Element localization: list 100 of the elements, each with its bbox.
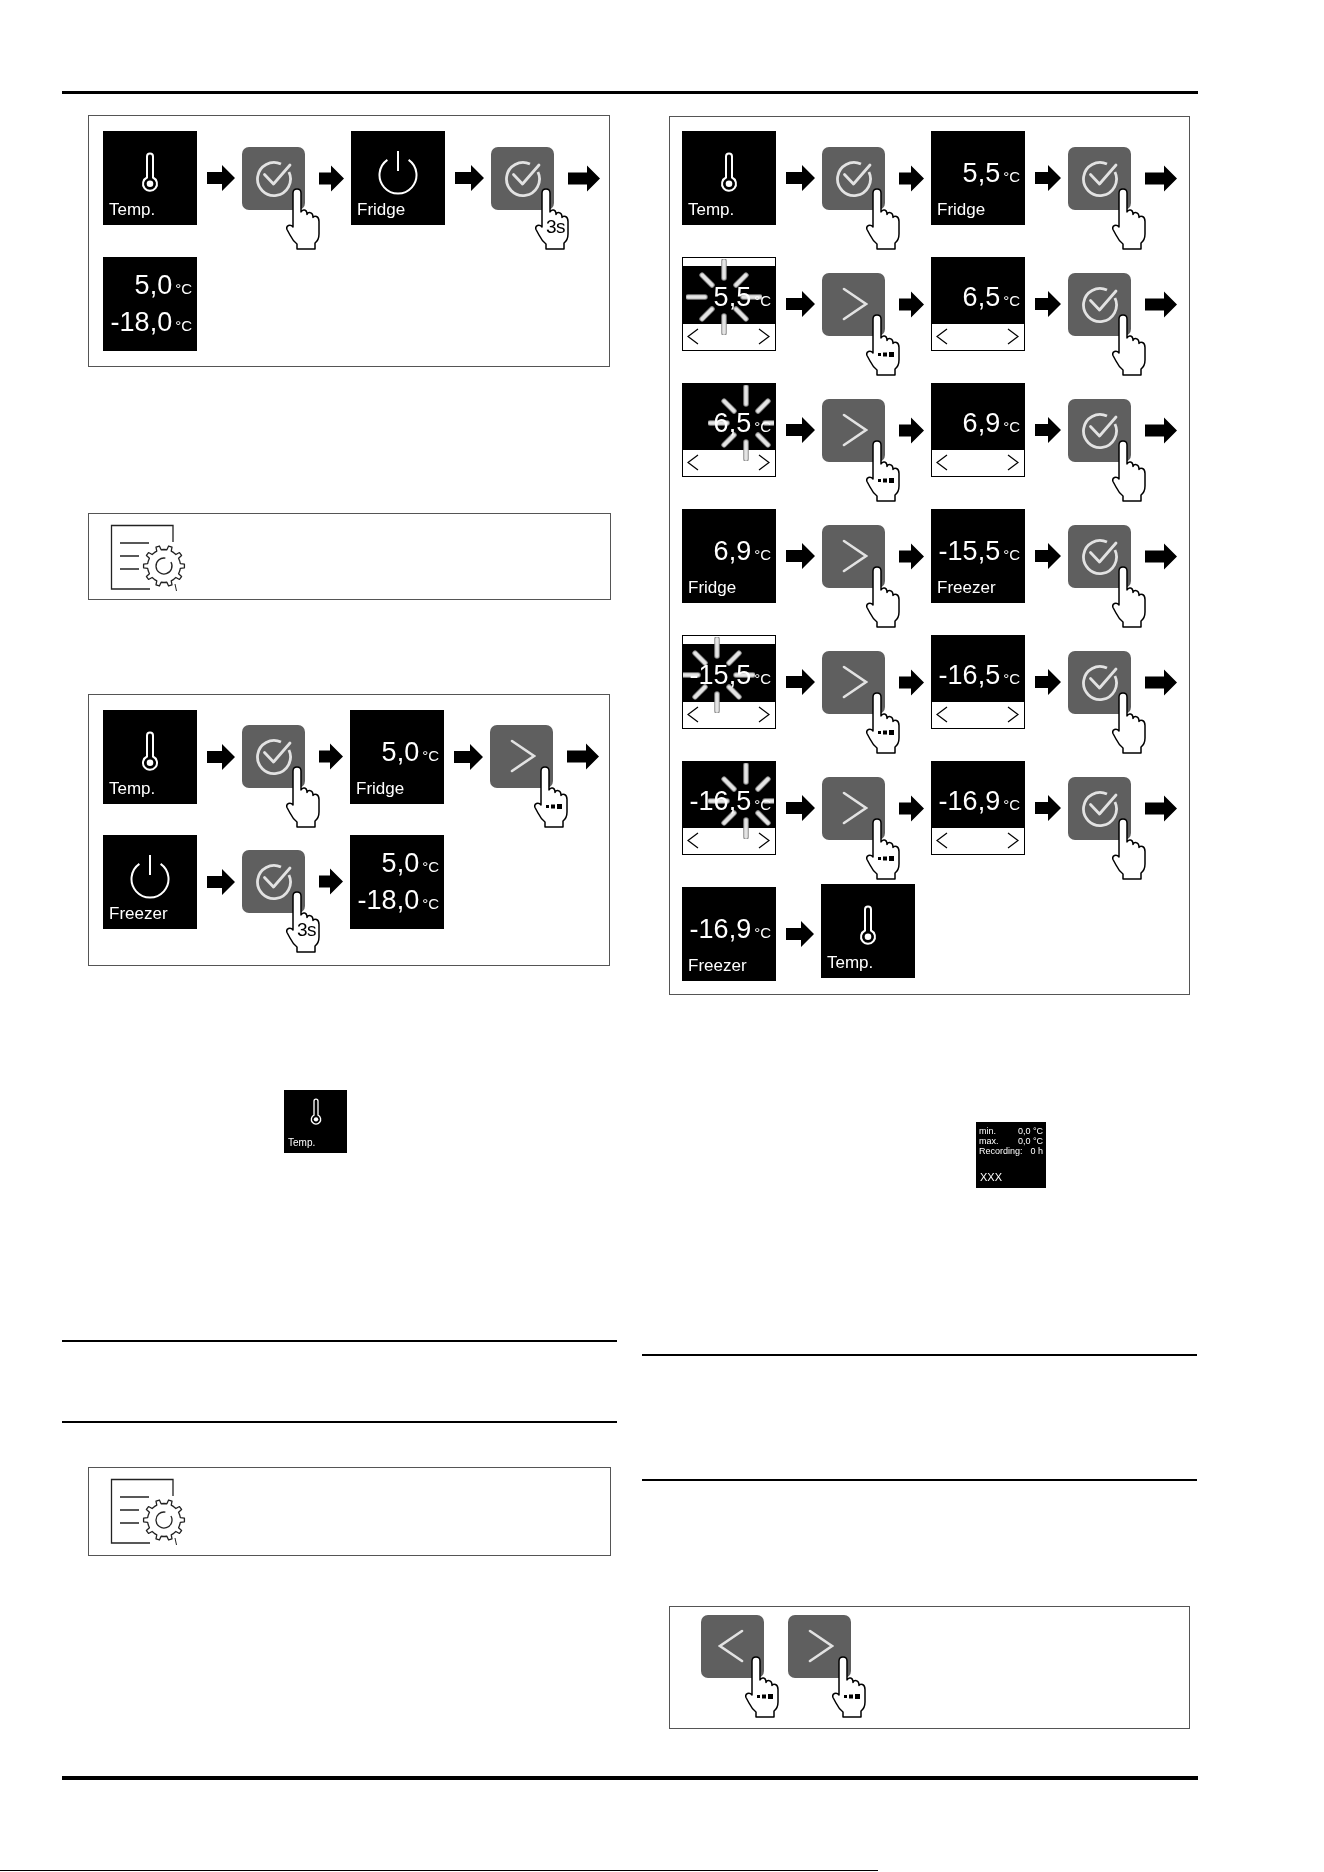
arrow [455,165,484,191]
unit-label: °C [175,318,192,334]
arrow [786,543,815,569]
stats-label: Recording: [979,1146,1023,1156]
display-screen [821,884,915,978]
display-screen [931,257,1025,351]
display-screen [103,835,197,929]
arrow [899,165,924,192]
unit-label: °C [754,293,771,309]
arrow [1035,543,1061,569]
temperature-value: -16,5 [689,786,752,816]
display-label: Temp. [288,1137,316,1149]
unit-label: °C [1003,293,1020,309]
display-screen [931,509,1025,603]
stats-label: min. [979,1126,996,1136]
temperature-value: 5,0 [381,737,420,767]
display-screen [682,887,776,981]
unit-label: °C [754,925,771,941]
temperature-value: -18,0 [357,885,420,915]
display-screen [682,761,776,855]
display-label: Fridge [688,578,737,597]
duration-label: 3s [297,920,317,940]
arrow [899,669,924,696]
arrow [899,417,924,444]
stats-label: max. [979,1136,999,1146]
temperature-value: 5,0 [381,848,420,878]
unit-label: °C [1003,797,1020,813]
arrow [319,165,344,192]
unit-label: °C [1003,169,1020,185]
temperature-value: -15,5 [689,660,752,690]
display-screen [103,131,197,225]
stats-value: 0,0 °C [1017,1126,1043,1136]
arrow [786,291,815,317]
temperature-value: -16,5 [938,660,1001,690]
display-label: Fridge [937,200,986,219]
unit-label: °C [422,859,439,875]
temperature-value: -16,9 [938,786,1001,816]
stats-value: 0,0 °C [1017,1136,1043,1146]
unit-label: °C [754,419,771,435]
display-screen [682,131,776,225]
unit-label: °C [1003,671,1020,687]
display-screen [350,710,444,804]
unit-label: °C [754,797,771,813]
arrow [1035,795,1061,821]
arrow [1145,165,1177,192]
display-label: Temp. [827,953,874,972]
display-screen [931,131,1025,225]
temperature-value: 5,5 [962,158,1001,188]
display-screen [682,383,776,477]
display-screen [103,710,197,804]
display-screen [682,509,776,603]
arrow [1145,417,1177,444]
arrow [786,417,815,443]
display-code: XXX [980,1171,1002,1184]
temperature-value: -16,9 [689,914,752,944]
unit-label: °C [422,896,439,912]
arrow [1035,669,1061,695]
arrow [567,743,599,770]
arrow [786,669,815,695]
arrow [899,291,924,318]
temperature-value: 6,5 [713,408,752,438]
display-label: Temp. [688,200,735,219]
arrow [1035,417,1061,443]
temperature-value: 5,5 [713,282,752,312]
unit-label: °C [754,671,771,687]
arrow [1145,795,1177,822]
arrow [786,921,814,947]
arrow [786,795,815,821]
unit-label: °C [1003,419,1020,435]
arrow [319,743,343,770]
display-label: Fridge [357,200,406,219]
display-label: Temp. [109,779,156,798]
display-label: Fridge [356,779,405,798]
temperature-value: 6,9 [962,408,1001,438]
temperature-value: 5,0 [134,270,173,300]
unit-label: °C [422,748,439,764]
duration-label: 3s [546,217,566,237]
display-screen [931,761,1025,855]
display-screen [351,131,445,225]
arrow [454,744,483,770]
display-screen [682,635,776,729]
arrow [899,795,924,822]
temperature-value: 6,5 [962,282,1001,312]
arrow [899,543,924,570]
arrow [786,165,815,191]
arrow [1035,291,1061,317]
display-screen [682,257,776,351]
arrow [1145,543,1177,570]
display-screen [976,1122,1046,1188]
display-label: Temp. [109,200,156,219]
arrow [319,868,343,895]
arrow [207,744,235,770]
temperature-value: 6,9 [713,536,752,566]
temperature-value: -15,5 [938,536,1001,566]
display-label: Freezer [937,578,996,597]
unit-label: °C [1003,547,1020,563]
arrow [207,165,235,191]
stats-value: 0 h [1030,1146,1043,1156]
unit-label: °C [754,547,771,563]
display-label: Freezer [688,956,747,975]
